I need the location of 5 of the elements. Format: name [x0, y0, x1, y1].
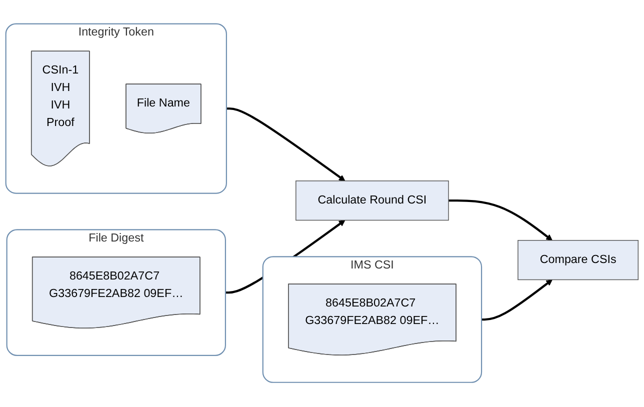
node-box: Compare CSIs [518, 240, 639, 280]
arrow [448, 200, 552, 242]
node-box: Calculate Round CSI [296, 180, 449, 221]
arrow [226, 108, 346, 182]
arrow [482, 280, 552, 322]
